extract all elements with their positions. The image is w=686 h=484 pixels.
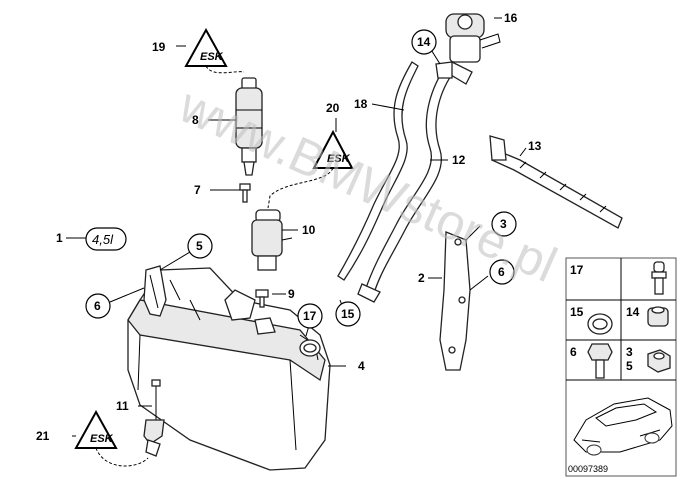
callout-6: 6 [489, 259, 515, 285]
legend-17: 17 [570, 263, 584, 277]
svg-text:15: 15 [341, 307, 355, 321]
leader-lines [66, 17, 527, 467]
bracket-2 [439, 231, 471, 371]
legend-3: 3 [626, 345, 633, 359]
hazard-triangle-icon: ESK [74, 409, 118, 449]
hex-nut-icon [647, 349, 671, 373]
bolt-6-icon [587, 343, 613, 379]
svg-text:19: 19 [152, 40, 166, 54]
svg-text:4: 4 [358, 359, 365, 373]
callout-2: 2 [418, 271, 425, 285]
svg-text:17: 17 [303, 309, 317, 323]
watermark: www.BMWstore.pl [171, 76, 565, 293]
svg-text:1: 1 [56, 231, 63, 245]
hazard-triangle-icon: ESK [184, 27, 228, 67]
callout-8: 8 [192, 113, 199, 127]
vehicle-outline-icon [573, 397, 673, 456]
svg-text:14: 14 [417, 35, 431, 49]
callout-19: 19 [152, 40, 166, 54]
svg-text:2: 2 [418, 271, 425, 285]
washer-pump-8 [235, 77, 263, 176]
callout-1: 1 [56, 231, 63, 245]
callout-21: 21 [36, 429, 50, 443]
svg-text:13: 13 [528, 139, 542, 153]
svg-text:10: 10 [302, 223, 316, 237]
svg-text:6: 6 [94, 299, 101, 313]
svg-text:4,5l: 4,5l [92, 232, 114, 247]
callout-16: 16 [504, 11, 518, 25]
hose-18 [337, 61, 419, 281]
callout-3: 3 [491, 211, 517, 237]
svg-text:21: 21 [36, 429, 50, 443]
callout-12: 12 [452, 153, 466, 167]
cable-tie-13 [489, 135, 623, 229]
svg-text:11: 11 [116, 399, 129, 413]
svg-text:8: 8 [192, 113, 199, 127]
callout-10: 10 [302, 223, 316, 237]
legend-5: 5 [626, 359, 633, 373]
nut-14-icon [647, 306, 669, 327]
svg-text:5: 5 [196, 239, 203, 253]
callout-14: 14 [411, 29, 437, 55]
callout-11: 11 [116, 399, 129, 413]
level-sensor-11 [143, 379, 165, 457]
callout-17: 17 [297, 303, 323, 329]
hazard-triangle-icon: ESK [312, 129, 354, 169]
svg-text:7: 7 [194, 183, 201, 197]
legend-15: 15 [570, 305, 584, 319]
svg-text:ESK: ESK [90, 433, 114, 445]
svg-text:ESK: ESK [327, 153, 351, 165]
callout-15: 15 [335, 301, 361, 327]
legend-6: 6 [570, 345, 577, 359]
washer-pump-10 [251, 209, 293, 271]
legend-14: 14 [626, 305, 640, 319]
svg-text:6: 6 [498, 265, 505, 279]
svg-text:ESK: ESK [200, 51, 224, 63]
svg-text:18: 18 [354, 97, 368, 111]
diagram-id: 00097389 [568, 464, 608, 474]
callout-13: 13 [528, 139, 542, 153]
callout-9: 9 [288, 287, 295, 301]
callout-20: 20 [326, 101, 340, 115]
callout-7: 7 [194, 183, 201, 197]
grommet-15-icon [587, 313, 613, 335]
bracket-part-5 [143, 265, 167, 317]
callout-4: 4 [358, 359, 365, 373]
svg-text:20: 20 [326, 101, 340, 115]
svg-text:9: 9 [288, 287, 295, 301]
callout-18: 18 [354, 97, 368, 111]
washer-fluid-reservoir [127, 267, 331, 471]
parts-legend: 17 15 14 6 3 5 [565, 257, 677, 477]
screw-9 [255, 289, 269, 308]
clip-17-icon [651, 261, 667, 295]
svg-text:3: 3 [500, 217, 507, 231]
svg-text:12: 12 [452, 153, 466, 167]
callout-6: 6 [85, 293, 111, 319]
svg-text:16: 16 [504, 11, 518, 25]
capacity-label: 4,5l [85, 227, 127, 251]
callout-5: 5 [187, 233, 213, 259]
filler-cap-16 [435, 13, 501, 79]
screw-7 [239, 183, 251, 203]
